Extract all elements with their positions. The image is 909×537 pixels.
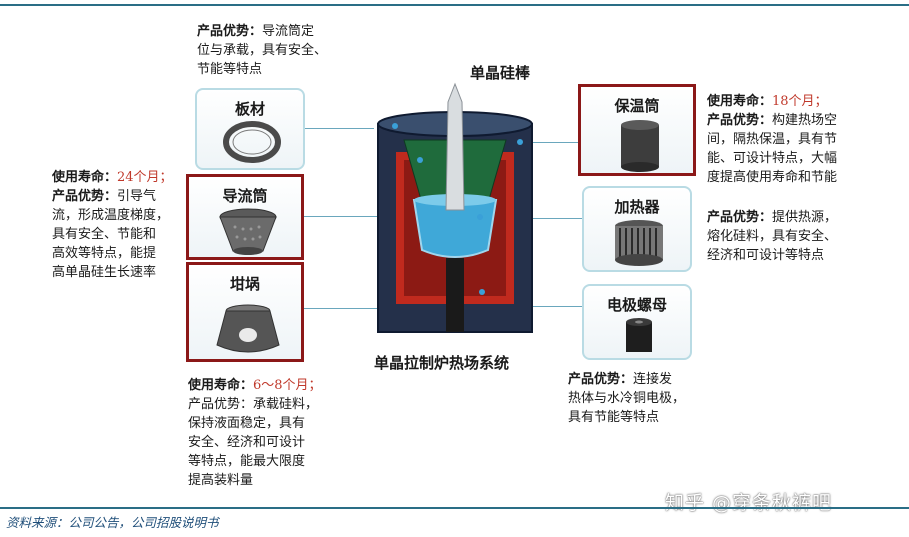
note-baowentong: 使用寿命：18个月； 产品优势：构建热场空 间，隔热保温，具有节 能、可设计特点… bbox=[707, 94, 838, 185]
heater-icon bbox=[615, 220, 663, 266]
card-title: 保温筒 bbox=[614, 97, 660, 115]
card-jiareqi: 加热器 bbox=[582, 186, 692, 272]
connector-line bbox=[304, 308, 444, 309]
card-title: 电极螺母 bbox=[606, 296, 667, 314]
rod-label: 单晶硅棒 bbox=[470, 64, 531, 82]
top-note: 产品优势：导流筒定 位与承载，具有安全、 节能等特点 bbox=[197, 24, 328, 77]
card-bancai: 板材 bbox=[195, 88, 305, 170]
furnace-diagram bbox=[377, 82, 533, 333]
card-ganguo: 坩埚 bbox=[186, 262, 304, 362]
note-dianjiluomu: 产品优势：连接发 热体与水冷铜电极， 具有节能等特点 bbox=[568, 372, 686, 425]
system-label: 单晶拉制炉热场系统 bbox=[374, 354, 510, 372]
ring-plate-icon bbox=[223, 121, 281, 163]
guide-tube-icon bbox=[219, 208, 277, 255]
connector-line bbox=[304, 216, 392, 217]
card-title: 板材 bbox=[234, 100, 265, 118]
note-ganguo: 使用寿命：6～8个月； 产品优势：承载硅料， 保持液面稳定，具有 安全、经济和可… bbox=[188, 378, 322, 488]
connector-line bbox=[485, 306, 582, 307]
note-daoliutong: 使用寿命：24个月； 产品优势：引导气 流，形成温度梯度， 具有安全、节能和 高… bbox=[52, 170, 173, 280]
electrode-nut-icon bbox=[626, 318, 652, 352]
watermark-text: 知乎 @穿条秋裤吧 bbox=[665, 492, 833, 514]
connector-line bbox=[304, 128, 374, 129]
card-title: 加热器 bbox=[614, 198, 660, 216]
connector-line bbox=[520, 142, 580, 143]
insulation-cylinder-icon bbox=[621, 120, 659, 172]
crucible-icon bbox=[216, 304, 280, 353]
card-baowentong: 保温筒 bbox=[578, 84, 696, 176]
top-rule bbox=[0, 4, 909, 6]
card-dianjiluomu: 电极螺母 bbox=[582, 284, 692, 360]
note-jiareqi: 产品优势：提供热源， 熔化硅料，具有安全、 经济和可设计等特点 bbox=[707, 210, 838, 263]
card-daoliutong: 导流筒 bbox=[186, 174, 304, 260]
bottom-rule bbox=[0, 507, 909, 509]
source-note: 资料来源：公司公告，公司招股说明书 bbox=[6, 515, 219, 530]
card-title: 坩埚 bbox=[229, 275, 260, 293]
card-title: 导流筒 bbox=[222, 187, 268, 205]
